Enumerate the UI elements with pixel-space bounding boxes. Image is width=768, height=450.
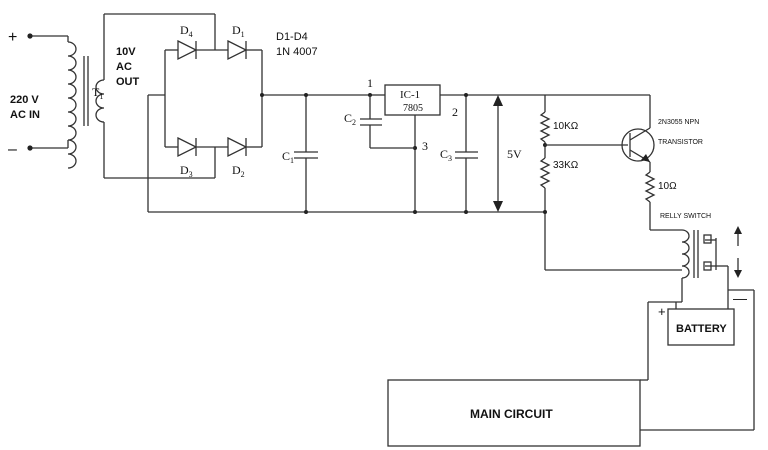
d4-label: D4 [180,23,193,39]
npn-transistor: 2N3055 NPN TRANSISTOR [545,94,703,172]
main-circuit-box [387,379,641,447]
battery-minus-sign: — [733,290,747,306]
bridge-rectifier: D4 D1 D3 D2 D1-D4 1N 4007 [104,13,370,212]
ic1-name: IC-1 [400,89,420,101]
junction-dot [304,93,308,97]
diode-d3 [177,136,198,158]
r10-label: 10Ω [658,181,677,192]
pin1-label: 1 [367,76,373,90]
ac-out-label: OUT [116,76,140,88]
d3-label: D3 [180,163,193,179]
voltage-divider: 10KΩ 33KΩ [539,95,628,270]
battery-label: BATTERY [676,323,727,335]
main-circuit: MAIN CIRCUIT [387,379,648,447]
transformer-t1: T1 10V AC OUT [67,14,140,178]
battery-plus-sign: + [658,304,666,319]
ac-input-terminal-negative [27,145,33,151]
resistor-10k [539,111,551,143]
d2-label: D2 [232,163,245,179]
ic1-part: 7805 [403,103,423,114]
junction-dot [260,93,264,97]
ic1-box [384,84,441,116]
5v-label: 5V [507,147,522,161]
ac-in-label: AC IN [10,109,40,121]
diode-part-label: D1-D4 [276,31,308,43]
main-circuit-label: MAIN CIRCUIT [470,407,553,421]
relay-switch: RELLY SWITCH [545,213,755,431]
transistor-body [621,128,655,162]
diode-d2 [227,136,248,158]
junction-dot [413,210,417,214]
t1-label: T1 [92,85,103,101]
ac-input: + – 220 V AC IN [8,29,68,158]
junction-dot [464,93,468,97]
battery: BATTERY + — [647,290,747,380]
c1-label: C1 [282,149,294,165]
relay-coil [681,229,690,279]
pin3-label: 3 [422,139,428,153]
resistor-33k [539,157,551,189]
r10k-label: 10KΩ [553,121,579,132]
pin2-label: 2 [452,105,458,119]
junction-dot [304,210,308,214]
transistor-part: 2N3055 NPN [658,119,699,126]
diode-d1 [227,39,248,61]
plus-sign: + [8,29,17,46]
diode-d4 [177,39,198,61]
capacitor-c1: C1 [282,93,318,214]
5v-output-marker: 5V [493,95,522,212]
resistor-10-ohm: 10Ω [644,171,682,231]
d1-label: D1 [232,23,245,39]
c3-label: C3 [440,147,452,163]
relay-contact-lower [703,261,712,271]
battery-box [667,308,735,346]
capacitor-c2: C2 [344,93,415,149]
capacitor-c3: C3 [440,93,478,214]
ac-in-voltage-label: 220 V [10,94,39,106]
transistor-type: TRANSISTOR [658,139,703,146]
relay-contact-upper [703,234,712,244]
ac-out-ac-label: AC [116,61,132,73]
ac-input-terminal-positive [27,33,33,39]
junction-dot [464,210,468,214]
c2-label: C2 [344,111,356,127]
regulator-ic1: IC-1 7805 1 2 3 [367,76,545,214]
junction-dot [543,210,547,214]
minus-sign: – [8,141,17,158]
diode-part-number: 1N 4007 [276,46,318,58]
relay-label: RELLY SWITCH [660,213,711,220]
ac-out-voltage-label: 10V [116,46,136,58]
r33k-label: 33KΩ [553,160,579,171]
